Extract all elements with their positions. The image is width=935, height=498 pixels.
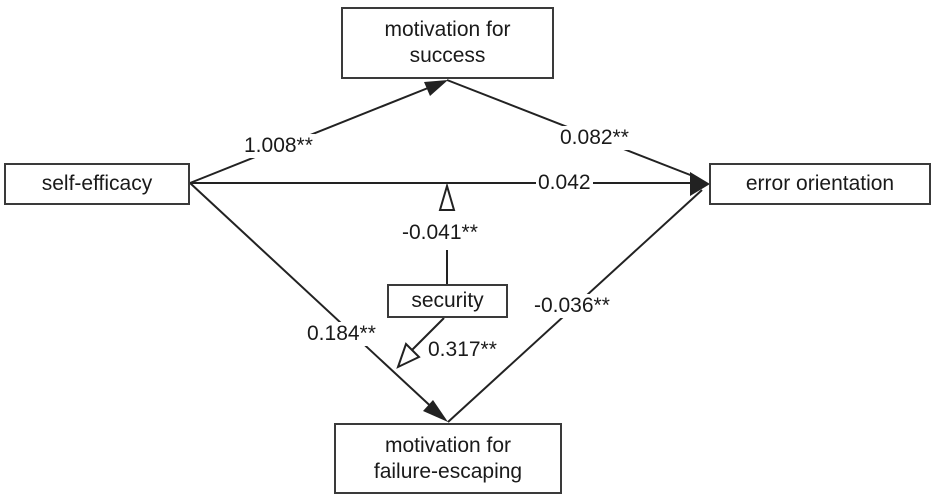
label-se-to-failure: 0.184**	[305, 322, 378, 346]
edge-se-to-success	[189, 83, 439, 184]
node-self-efficacy-label: self-efficacy	[41, 172, 153, 195]
edge-se-to-failure	[189, 182, 439, 414]
open-arrowhead-direct	[438, 182, 456, 211]
node-motivation-for-success: motivation for success	[341, 7, 554, 79]
node-error-orientation-label: error orientation	[745, 172, 895, 195]
node-failure-line2: failure-escaping	[373, 459, 523, 483]
node-self-efficacy: self-efficacy	[4, 163, 190, 205]
open-arrowhead-failure	[396, 342, 421, 369]
label-success-to-error: 0.082**	[558, 126, 631, 150]
node-security-label: security	[411, 289, 484, 312]
node-error-orientation: error orientation	[709, 163, 931, 205]
node-success-line2: success	[409, 44, 486, 67]
edge-security-to-failure	[407, 317, 445, 355]
label-failure-to-error: -0.036**	[532, 294, 612, 318]
node-motivation-for-failure-escaping: motivation for failure-escaping	[334, 423, 562, 494]
label-se-to-error: 0.042	[536, 171, 593, 195]
node-security: security	[387, 284, 508, 318]
node-success-line1: motivation for	[384, 18, 511, 41]
label-security-to-direct: -0.041**	[400, 221, 480, 245]
arrowhead-error-curve	[690, 172, 698, 196]
arrowhead-failure	[423, 400, 448, 422]
label-security-to-failure-path: 0.317**	[428, 338, 497, 361]
arrowhead-success	[424, 80, 448, 96]
label-se-to-success: 1.008**	[242, 134, 315, 158]
node-failure-line1: motivation for	[384, 433, 512, 457]
